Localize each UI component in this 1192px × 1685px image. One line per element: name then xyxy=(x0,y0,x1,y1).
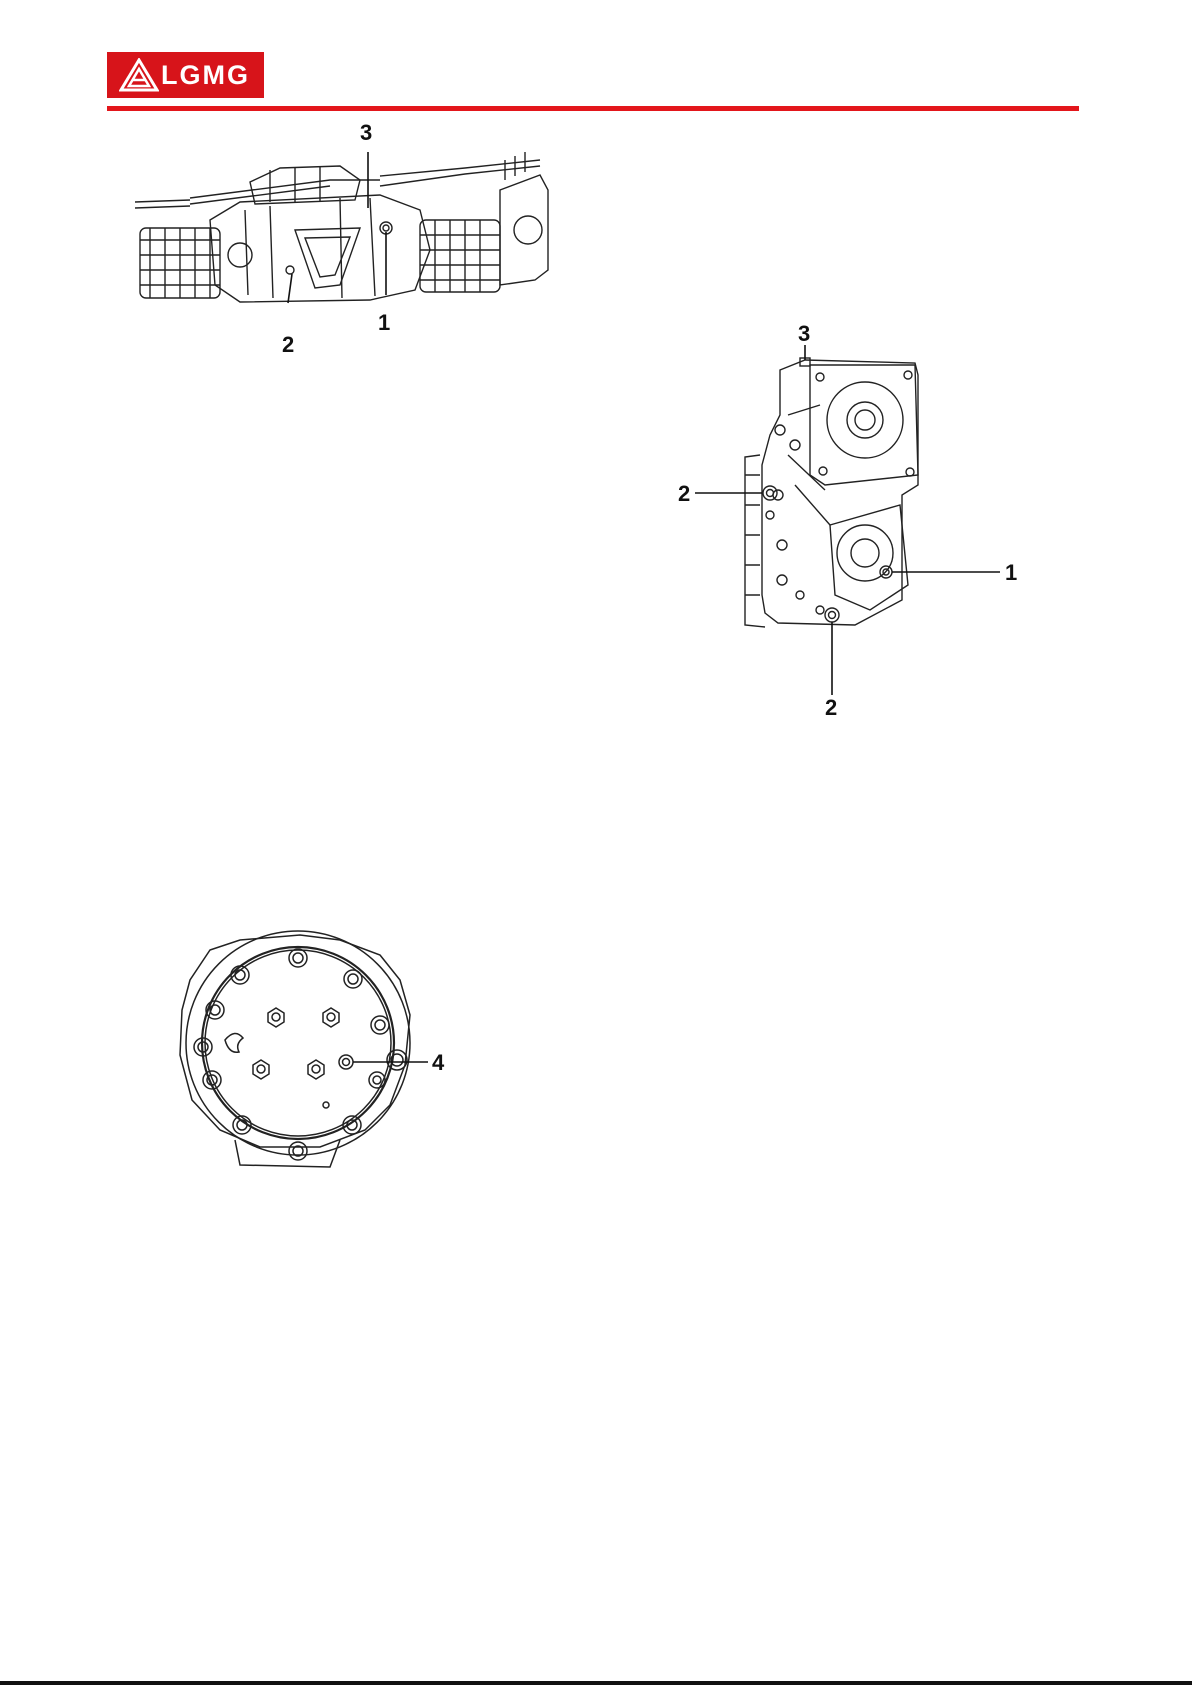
logo-mark-icon xyxy=(119,58,159,92)
callout-axle-2: 2 xyxy=(282,332,294,357)
axle-illustration: 3 2 1 xyxy=(130,120,550,370)
callout-axle-3: 3 xyxy=(360,120,372,145)
callout-gearbox-3: 3 xyxy=(798,325,810,346)
bottom-rule xyxy=(0,1681,1192,1685)
brand-name: LGMG xyxy=(161,60,250,91)
hub-illustration: 4 xyxy=(170,925,490,1175)
axle-figure: 3 2 1 xyxy=(130,120,550,370)
callout-hub-4: 4 xyxy=(432,1050,445,1075)
hub-figure: 4 xyxy=(170,925,490,1175)
callout-gearbox-1: 1 xyxy=(1005,560,1017,585)
callout-axle-1: 1 xyxy=(378,310,390,335)
callout-gearbox-2-left: 2 xyxy=(678,481,690,506)
callout-gearbox-2-bottom: 2 xyxy=(825,695,837,720)
header-rule xyxy=(107,106,1079,111)
gearbox-illustration: 3 2 1 2 xyxy=(670,325,1030,720)
brand-logo: LGMG xyxy=(107,52,264,98)
gearbox-figure: 3 2 1 2 xyxy=(670,325,1030,720)
